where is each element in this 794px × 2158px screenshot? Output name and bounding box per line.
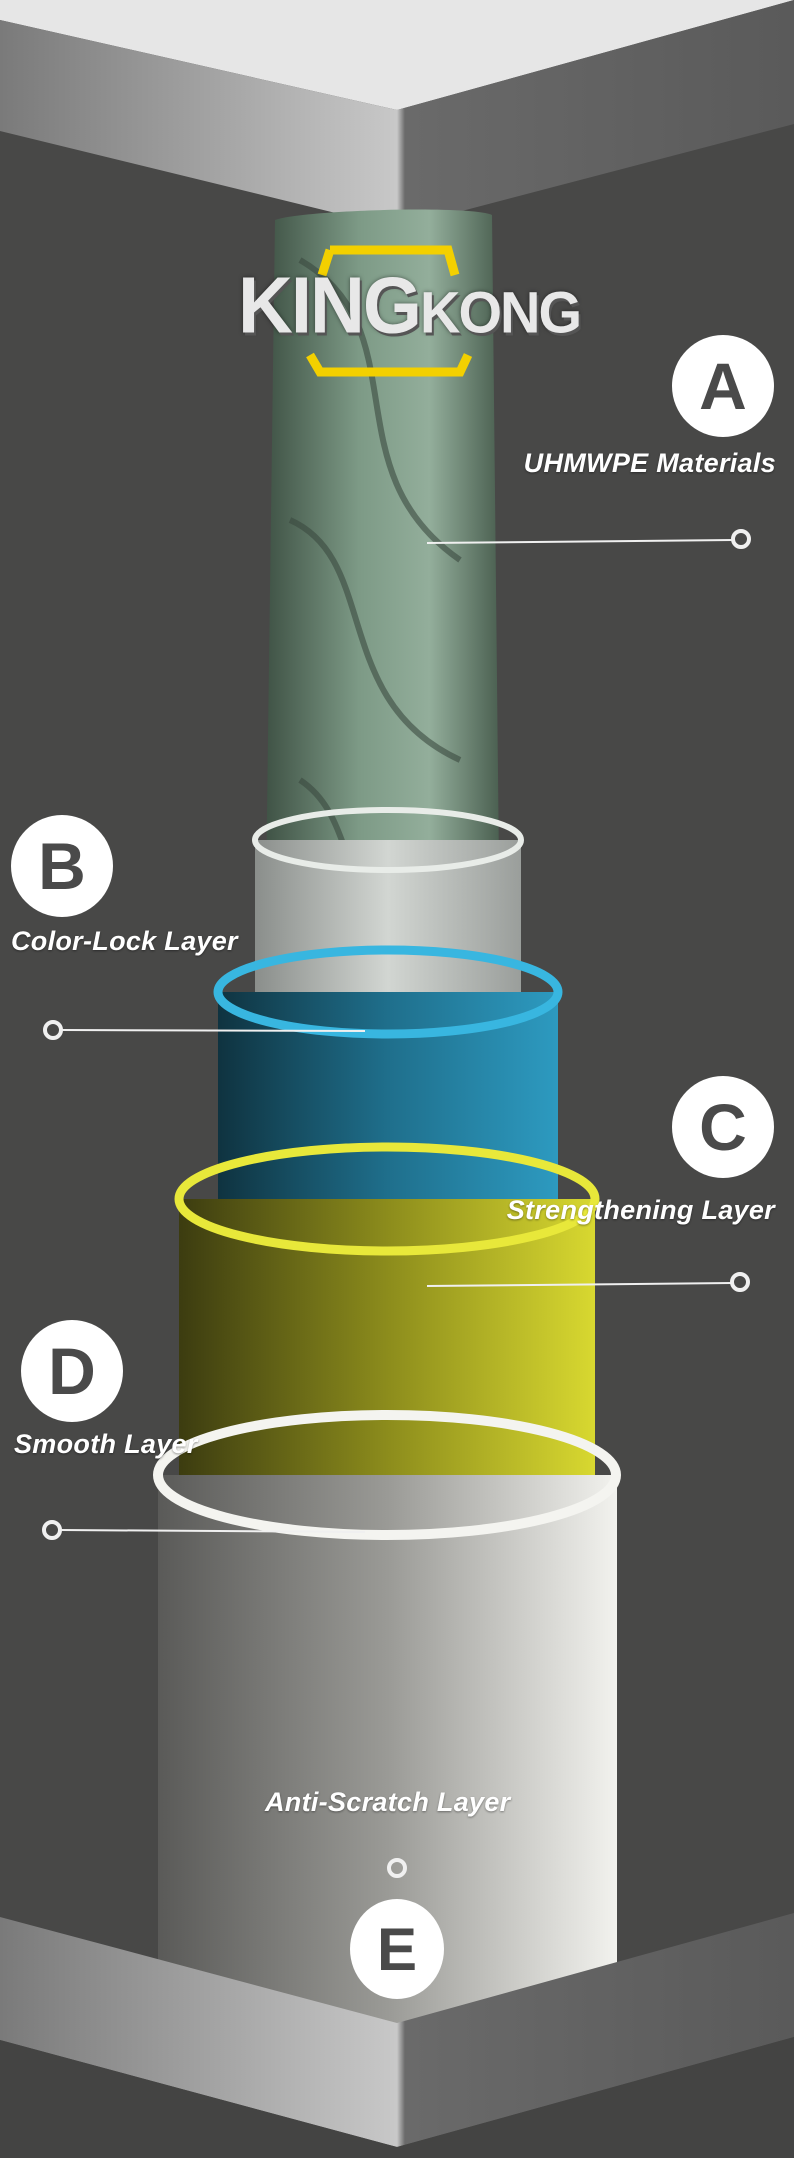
marker-d <box>42 1520 62 1540</box>
label-color-lock-layer: Color-Lock Layer <box>11 926 238 956</box>
top-metal-band <box>0 0 794 228</box>
logo-fang-icon <box>306 245 473 377</box>
top-highlight <box>0 0 794 110</box>
leader-line-d <box>60 1529 366 1533</box>
bottom-metal-band <box>0 1913 794 2147</box>
label-anti-scratch-layer: Anti-Scratch Layer <box>265 1787 511 1817</box>
badge-a: A <box>672 335 774 437</box>
label-uhmwpe-materials: UHMWPE Materials <box>523 448 776 478</box>
marker-b <box>43 1020 63 1040</box>
brand-logo: KINGKONG <box>238 260 582 351</box>
badge-c: C <box>672 1076 774 1178</box>
leader-line-b <box>61 1029 366 1032</box>
marker-a <box>731 529 751 549</box>
label-strengthening-layer: Strengthening Layer <box>506 1195 775 1225</box>
marker-c <box>730 1272 750 1292</box>
braided-rope <box>265 209 500 961</box>
badge-b: B <box>11 815 113 917</box>
badge-d: D <box>21 1320 123 1422</box>
marker-e <box>387 1858 407 1878</box>
badge-e: E <box>350 1899 444 1999</box>
leader-line-a <box>426 539 734 544</box>
leader-line-c <box>426 1282 733 1287</box>
label-smooth-layer: Smooth Layer <box>14 1429 198 1459</box>
